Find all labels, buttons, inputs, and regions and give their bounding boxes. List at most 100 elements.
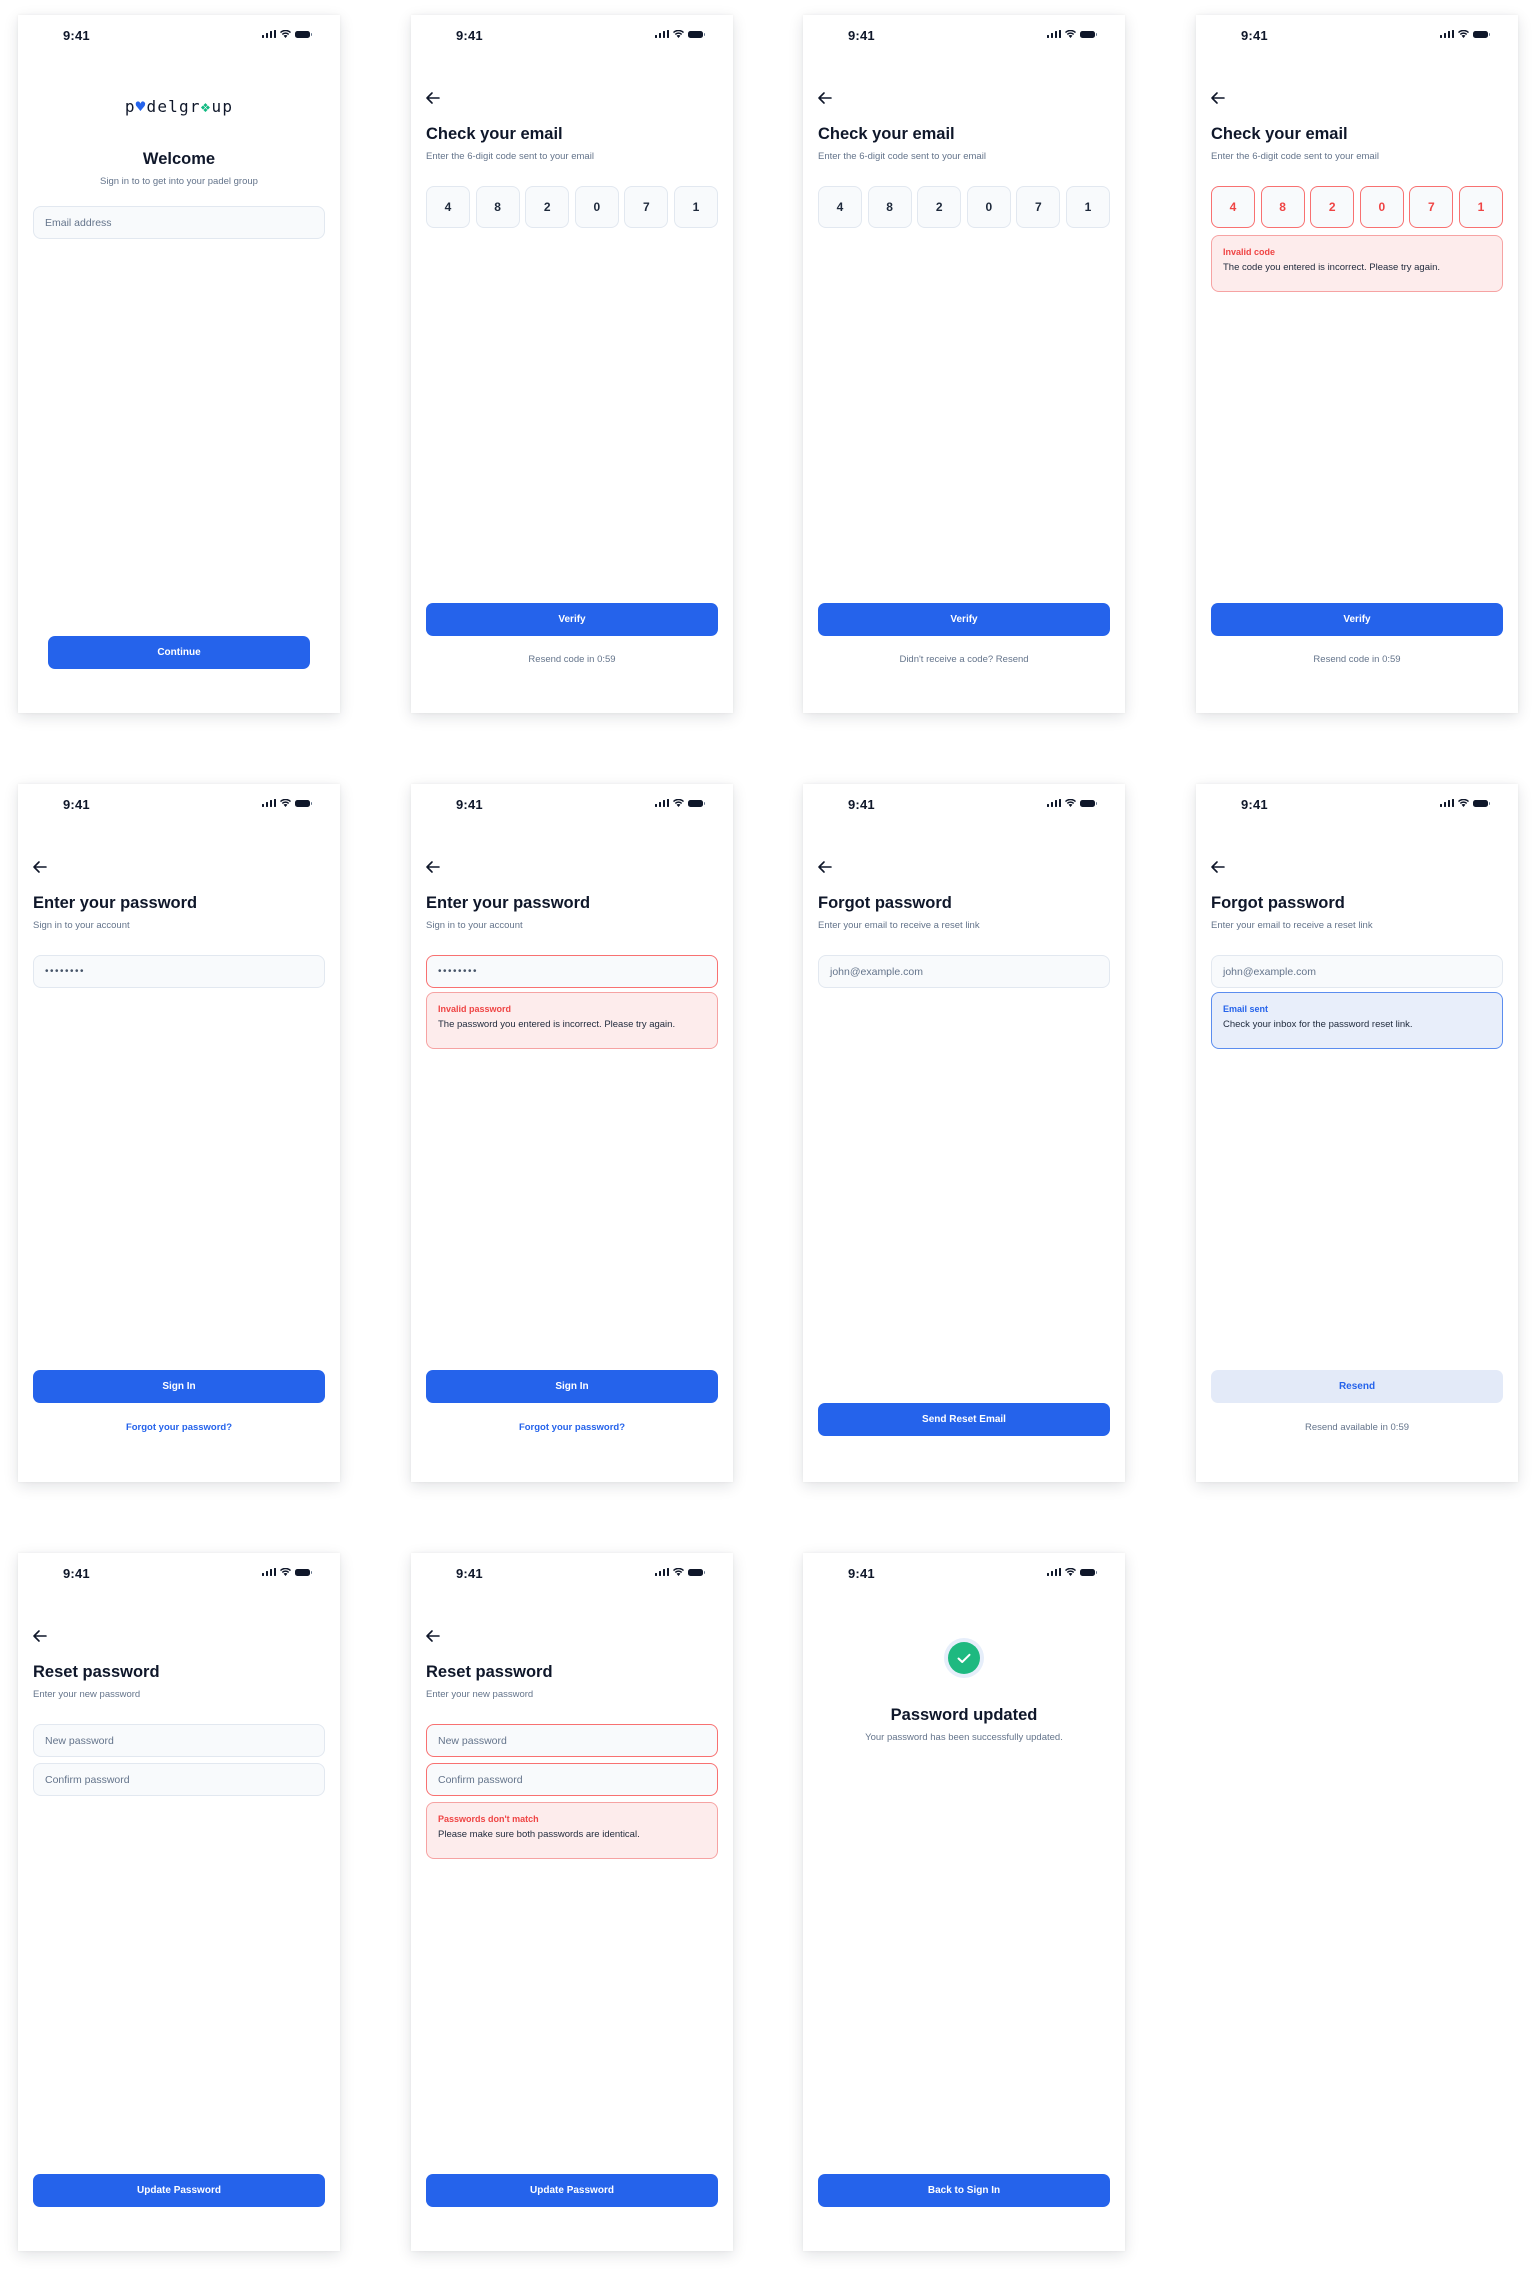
success-alert: Email sent Check your inbox for the pass… bbox=[1211, 992, 1503, 1049]
cellular-signal-icon bbox=[261, 799, 276, 807]
status-bar: 9:41 bbox=[411, 15, 733, 55]
otp-digit-input[interactable]: 8 bbox=[1260, 186, 1305, 228]
page-title: Forgot password bbox=[1211, 894, 1345, 912]
back-to-sign-in-button[interactable]: Back to Sign In bbox=[818, 2174, 1110, 2207]
otp-digit-input[interactable]: 2 bbox=[525, 186, 570, 228]
cellular-signal-icon bbox=[1046, 1568, 1061, 1576]
page-title: Enter your password bbox=[33, 894, 198, 912]
password-value: •••••••• bbox=[438, 966, 479, 977]
email-input[interactable]: Email address bbox=[33, 206, 325, 239]
status-time: 9:41 bbox=[1241, 28, 1268, 43]
verify-button[interactable]: Verify bbox=[1211, 603, 1503, 636]
forgot-password-link[interactable]: Forgot your password? bbox=[518, 1422, 626, 1433]
cellular-signal-icon bbox=[1439, 30, 1454, 38]
status-time: 9:41 bbox=[848, 28, 875, 43]
status-bar: 9:41 bbox=[803, 1553, 1125, 1593]
page-title: Welcome bbox=[142, 150, 216, 168]
sign-in-button[interactable]: Sign In bbox=[33, 1370, 325, 1403]
password-input[interactable]: •••••••• bbox=[33, 955, 325, 988]
page-subtitle: Enter the 6-digit code sent to your emai… bbox=[1211, 151, 1379, 162]
back-arrow-icon[interactable] bbox=[1210, 860, 1226, 874]
screen-verify-code: 9:41 Check your email Enter the 6-digit … bbox=[411, 15, 733, 713]
cellular-signal-icon bbox=[654, 799, 669, 807]
back-arrow-icon[interactable] bbox=[32, 860, 48, 874]
cellular-signal-icon bbox=[1046, 30, 1061, 38]
battery-icon bbox=[1473, 30, 1490, 38]
sign-in-button[interactable]: Sign In bbox=[426, 1370, 718, 1403]
verify-button[interactable]: Verify bbox=[426, 603, 718, 636]
status-bar: 9:41 bbox=[1196, 784, 1518, 824]
page-subtitle: Enter your new password bbox=[33, 1689, 141, 1700]
wifi-icon bbox=[1065, 799, 1076, 807]
wifi-icon bbox=[1065, 1568, 1076, 1576]
otp-digit-input[interactable]: 1 bbox=[1065, 186, 1110, 228]
battery-icon bbox=[1080, 799, 1097, 807]
new-password-input[interactable]: New password bbox=[426, 1724, 718, 1757]
back-arrow-icon[interactable] bbox=[425, 1629, 441, 1643]
otp-digit-input[interactable]: 1 bbox=[1458, 186, 1503, 228]
status-time: 9:41 bbox=[63, 797, 90, 812]
otp-digit-input[interactable]: 2 bbox=[1310, 186, 1355, 228]
email-input[interactable]: john@example.com bbox=[818, 955, 1110, 988]
page-title: Check your email bbox=[818, 125, 955, 143]
otp-digit-input[interactable]: 4 bbox=[426, 186, 470, 228]
forgot-password-link[interactable]: Forgot your password? bbox=[125, 1422, 233, 1433]
otp-digit-input[interactable]: 8 bbox=[867, 186, 912, 228]
alert-title: Passwords don't match bbox=[438, 1814, 539, 1824]
cellular-signal-icon bbox=[261, 30, 276, 38]
resend-prompt-text: Didn't receive a code? bbox=[899, 654, 994, 665]
resend-countdown: Resend available in 0:59 bbox=[1304, 1422, 1410, 1433]
back-arrow-icon[interactable] bbox=[817, 91, 833, 105]
update-password-button[interactable]: Update Password bbox=[426, 2174, 718, 2207]
back-arrow-icon[interactable] bbox=[425, 91, 441, 105]
resend-countdown: Resend code in 0:59 bbox=[1313, 654, 1401, 665]
screen-reset-password: 9:41 Reset password Enter your new passw… bbox=[18, 1553, 340, 2251]
otp-digit-input[interactable]: 1 bbox=[673, 186, 718, 228]
page-subtitle: Sign in to to get into your padel group bbox=[100, 176, 258, 187]
otp-digit-input[interactable]: 0 bbox=[1359, 186, 1404, 228]
email-input[interactable]: john@example.com bbox=[1211, 955, 1503, 988]
otp-digit-input[interactable]: 0 bbox=[574, 186, 619, 228]
otp-digit-input[interactable]: 4 bbox=[818, 186, 862, 228]
otp-digit-input[interactable]: 7 bbox=[1016, 186, 1061, 228]
status-bar: 9:41 bbox=[18, 784, 340, 824]
update-password-button[interactable]: Update Password bbox=[33, 2174, 325, 2207]
verify-button[interactable]: Verify bbox=[818, 603, 1110, 636]
email-placeholder: Email address bbox=[45, 216, 112, 229]
otp-digit-input[interactable]: 8 bbox=[475, 186, 520, 228]
resend-prompt: Didn't receive a code? Resend bbox=[803, 654, 1125, 665]
otp-digit-input[interactable]: 0 bbox=[966, 186, 1011, 228]
continue-button[interactable]: Continue bbox=[48, 636, 310, 669]
back-arrow-icon[interactable] bbox=[32, 1629, 48, 1643]
wifi-icon bbox=[673, 30, 684, 38]
wifi-icon bbox=[1458, 30, 1469, 38]
back-arrow-icon[interactable] bbox=[817, 860, 833, 874]
page-subtitle: Sign in to your account bbox=[33, 920, 130, 931]
padel-ball-icon: ❖ bbox=[200, 97, 212, 116]
otp-digit-input[interactable]: 7 bbox=[1409, 186, 1454, 228]
screen-forgot-password-sent: 9:41 Forgot password Enter your email to… bbox=[1196, 784, 1518, 1482]
status-time: 9:41 bbox=[848, 1566, 875, 1581]
confirm-password-input[interactable]: Confirm password bbox=[33, 1763, 325, 1796]
status-bar: 9:41 bbox=[18, 1553, 340, 1593]
page-subtitle: Enter your new password bbox=[426, 1689, 534, 1700]
success-check-icon bbox=[944, 1638, 984, 1678]
back-arrow-icon[interactable] bbox=[1210, 91, 1226, 105]
otp-digit-input[interactable]: 4 bbox=[1211, 186, 1255, 228]
resend-link[interactable]: Resend bbox=[995, 654, 1029, 665]
send-reset-email-button[interactable]: Send Reset Email bbox=[818, 1403, 1110, 1436]
resend-button[interactable]: Resend bbox=[1211, 1370, 1503, 1403]
confirm-password-input[interactable]: Confirm password bbox=[426, 1763, 718, 1796]
page-subtitle: Your password has been successfully upda… bbox=[865, 1732, 1063, 1743]
cellular-signal-icon bbox=[1046, 799, 1061, 807]
wifi-icon bbox=[673, 1568, 684, 1576]
back-arrow-icon[interactable] bbox=[425, 860, 441, 874]
status-bar: 9:41 bbox=[411, 784, 733, 824]
page-subtitle: Enter the 6-digit code sent to your emai… bbox=[426, 151, 594, 162]
password-input[interactable]: •••••••• bbox=[426, 955, 718, 988]
otp-digit-input[interactable]: 7 bbox=[624, 186, 669, 228]
otp-digit-input[interactable]: 2 bbox=[917, 186, 962, 228]
new-password-input[interactable]: New password bbox=[33, 1724, 325, 1757]
confirm-password-placeholder: Confirm password bbox=[438, 1773, 523, 1786]
battery-icon bbox=[295, 799, 312, 807]
